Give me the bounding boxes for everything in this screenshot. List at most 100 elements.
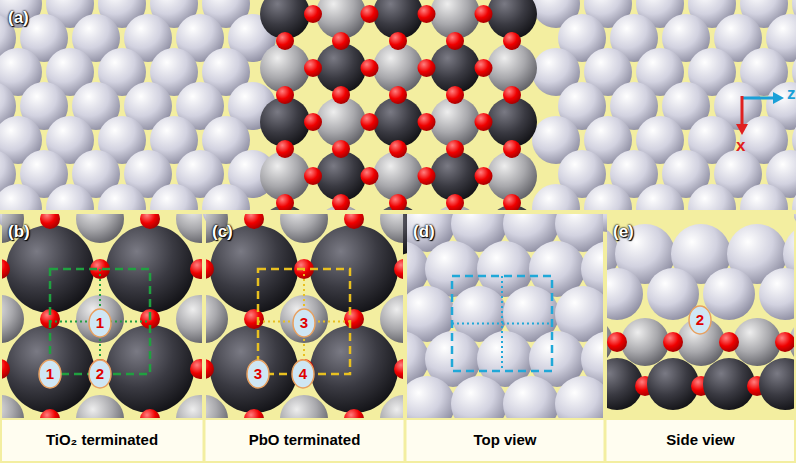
atom-sphere [446, 194, 464, 212]
atom-sphere [361, 167, 379, 185]
panel-label: (d) [413, 222, 435, 242]
atom-sphere [477, 151, 533, 207]
atom-sphere [418, 59, 436, 77]
atom-sphere [276, 140, 294, 158]
atom-sphere [535, 358, 587, 410]
callout-number: 4 [293, 365, 313, 383]
atom-sphere [140, 209, 160, 229]
callout-number: 2 [690, 311, 710, 329]
callout-number: 2 [90, 365, 110, 383]
atom-sphere [260, 151, 310, 201]
callout-number: 3 [294, 314, 314, 332]
atom-sphere [703, 268, 755, 320]
atom-sphere [719, 332, 739, 352]
atom-sphere [430, 151, 480, 201]
atom-sphere [446, 32, 464, 50]
atom-sphere [280, 295, 328, 343]
atom-sphere [535, 268, 587, 320]
atom-sphere [260, 97, 310, 147]
atom-sphere [276, 194, 294, 212]
panel-label: (b) [8, 222, 30, 242]
atom-sphere [503, 194, 521, 212]
atom-sphere [144, 209, 164, 229]
atom-sphere [0, 159, 10, 179]
axis-label: z [787, 84, 796, 104]
panel-label: (c) [212, 222, 233, 242]
atom-sphere [430, 97, 480, 147]
atom-sphere [6, 125, 94, 213]
atom-sphere [304, 113, 322, 131]
atom-sphere [332, 32, 350, 50]
atom-sphere [775, 332, 795, 352]
atom-sphere [759, 268, 796, 320]
site-marker [292, 360, 314, 388]
atom-sphere [310, 125, 398, 213]
atom-sphere [361, 5, 379, 23]
atom-sphere [394, 159, 414, 179]
atom-sphere [591, 358, 643, 410]
atom-sphere [206, 125, 294, 213]
atom-sphere [475, 113, 493, 131]
callout-number: 1 [90, 314, 110, 332]
atom-sphere [663, 332, 683, 352]
atom-sphere [304, 5, 322, 23]
atom-sphere [551, 332, 571, 352]
atom-sphere [280, 195, 328, 243]
atom-sphere [503, 86, 521, 104]
atom-sphere [194, 159, 214, 179]
atom-sphere [316, 151, 366, 201]
atom-sphere [316, 43, 366, 93]
atom-sphere [389, 140, 407, 158]
atom-sphere [310, 325, 398, 413]
atom-sphere [373, 97, 423, 147]
atom-sphere [210, 325, 298, 413]
caption-text: TiO₂ terminated [2, 430, 202, 450]
unit-cell-outline [452, 276, 552, 371]
caption-text: Top view [407, 430, 603, 450]
site-marker [89, 360, 111, 388]
site-marker [247, 360, 269, 388]
atom-sphere [389, 86, 407, 104]
atom-sphere [733, 318, 781, 366]
atom-sphere [361, 113, 379, 131]
atom-sphere [0, 259, 10, 279]
atom-sphere [304, 167, 322, 185]
atom-sphere [487, 151, 537, 201]
atom-sphere [494, 159, 514, 179]
atom-sphere [76, 195, 124, 243]
atom-sphere [581, 151, 637, 207]
atom-sphere [210, 125, 298, 213]
site-marker [293, 309, 315, 337]
atom-sphere [194, 259, 214, 279]
atom-sphere [110, 225, 198, 313]
atom-sphere [475, 5, 493, 23]
panel-border [0, 210, 796, 214]
atom-sphere [373, 151, 429, 207]
atom-sphere [344, 309, 364, 329]
atom-sphere [40, 209, 60, 229]
atom-sphere [276, 32, 294, 50]
atom-sphere [475, 167, 493, 185]
atom-sphere [446, 86, 464, 104]
atom-sphere [190, 159, 210, 179]
atom-sphere [290, 159, 310, 179]
atom-sphere [418, 5, 436, 23]
atom-sphere [0, 359, 10, 379]
atom-sphere [703, 358, 755, 410]
atom-sphere [591, 268, 643, 320]
atom-sphere [418, 167, 436, 185]
atom-sphere [144, 309, 164, 329]
atom-sphere [244, 309, 264, 329]
atom-sphere [529, 151, 585, 207]
callout-number: 1 [40, 365, 60, 383]
callout-number: 3 [248, 365, 268, 383]
atom-sphere [110, 125, 198, 213]
atom-sphere [332, 140, 350, 158]
panel-label: (a) [8, 8, 29, 28]
site-marker [89, 309, 111, 337]
atom-sphere [446, 140, 464, 158]
atom-sphere [475, 59, 493, 77]
atom-sphere [347, 196, 403, 252]
